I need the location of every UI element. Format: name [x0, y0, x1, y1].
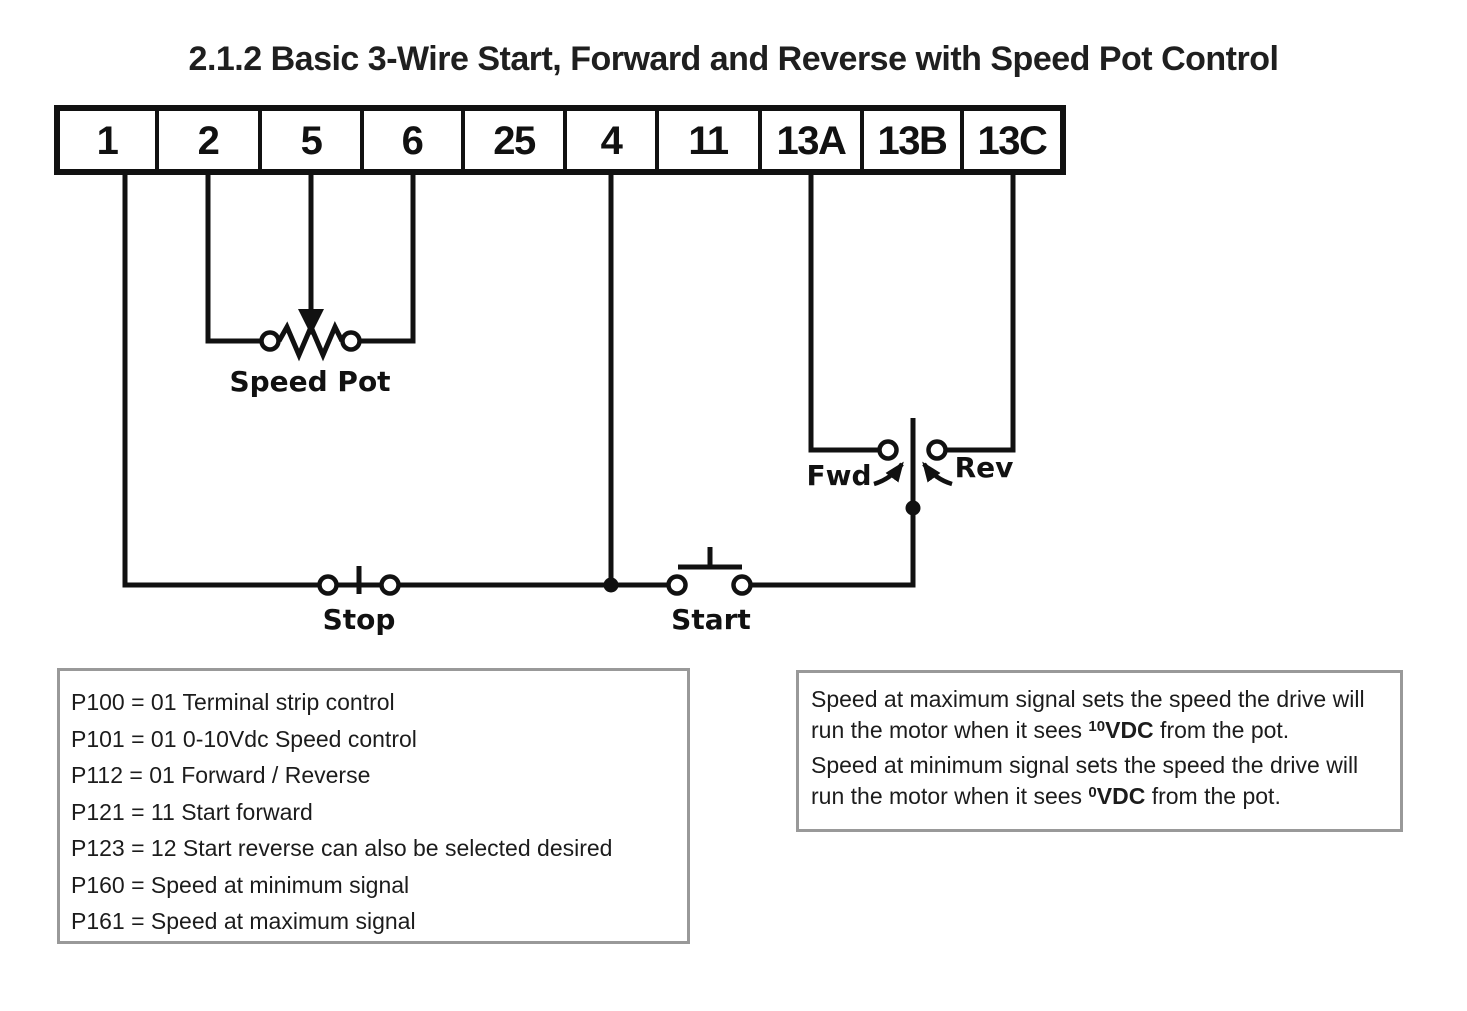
- terminal-label-2: 2: [198, 119, 219, 163]
- note-paragraph-min-speed: Speed at minimum signal sets the speed t…: [811, 750, 1390, 811]
- pot-right-terminal-circle: [340, 330, 362, 352]
- start-right-contact-circle: [731, 574, 753, 596]
- parameter-line: P101 = 01 0-10Vdc Speed control: [71, 725, 417, 752]
- wire-terminal-6-to-pot: [351, 172, 416, 344]
- note-text: from the pot.: [1145, 782, 1281, 809]
- note-superscript: 10: [1088, 717, 1106, 735]
- pot-left-terminal-circle: [259, 330, 281, 352]
- stop-label: Stop: [323, 603, 396, 636]
- terminal-label-13c: 13C: [978, 119, 1047, 163]
- start-left-contact-circle: [666, 574, 688, 596]
- wire-start-to-switch-pole: [742, 418, 916, 588]
- note-paragraph-max-speed: Speed at maximum signal sets the speed t…: [811, 684, 1390, 745]
- parameter-line: P100 = 01 Terminal strip control: [71, 689, 395, 715]
- switch-pole-junction-dot: [905, 500, 921, 516]
- terminal-label-1: 1: [97, 119, 119, 163]
- fwd-rev-switch: Fwd Rev: [806, 439, 1014, 516]
- stop-right-contact-circle: [379, 574, 401, 596]
- terminal-label-4: 4: [601, 119, 624, 163]
- rail-junction-dot: [603, 577, 619, 593]
- note-bold-unit: VDC: [1105, 716, 1154, 743]
- stop-left-contact-circle: [317, 574, 339, 596]
- note-text: Speed at maximum signal sets the speed t…: [811, 686, 1365, 743]
- terminal-label-11: 11: [688, 119, 729, 163]
- page-title: 2.1.2 Basic 3-Wire Start, Forward and Re…: [188, 40, 1279, 78]
- note-text: from the pot.: [1153, 716, 1290, 743]
- speed-pot-label: Speed Pot: [229, 365, 390, 398]
- terminal-label-5: 5: [301, 119, 323, 163]
- wire-terminal-1-to-stop: [122, 172, 677, 588]
- parameters-box: P100 = 01 Terminal strip control P101 = …: [57, 668, 690, 944]
- terminal-strip-outline: [54, 105, 1066, 175]
- fwd-label: Fwd: [806, 459, 871, 492]
- terminal-label-13a: 13A: [777, 119, 846, 163]
- rev-selector-arrow-icon: [922, 461, 953, 487]
- pot-wiper-arrow-icon: [298, 309, 324, 335]
- terminal-label-25: 25: [493, 119, 536, 163]
- parameter-line: P123 = 12 Start reverse can also be sele…: [71, 835, 613, 861]
- start-label: Start: [671, 603, 751, 636]
- notes-box: Speed at maximum signal sets the speed t…: [796, 670, 1403, 832]
- wire-terminal-13c-to-rev-contact: [945, 172, 1016, 453]
- parameter-line: P121 = 11 Start forward: [71, 798, 313, 825]
- fwd-selector-arrow-icon: [873, 461, 904, 487]
- parameter-line: P112 = 01 Forward / Reverse: [71, 762, 371, 788]
- fwd-contact-circle: [877, 439, 899, 461]
- stop-button: Stop: [317, 566, 401, 636]
- rev-label: Rev: [955, 451, 1014, 484]
- terminal-dividers: [155, 108, 964, 172]
- note-text: Speed at minimum signal sets the speed t…: [811, 752, 1359, 809]
- wires: [122, 172, 1016, 588]
- rev-contact-circle: [926, 439, 948, 461]
- note-bold-unit: VDC: [1096, 782, 1146, 809]
- parameter-line: P161 = Speed at maximum signal: [71, 908, 416, 934]
- note-superscript: 0: [1088, 783, 1097, 801]
- terminal-label-13b: 13B: [878, 119, 947, 163]
- parameter-line: P160 = Speed at minimum signal: [71, 871, 410, 898]
- terminal-label-6: 6: [402, 119, 423, 163]
- wire-terminal-2-to-pot: [205, 172, 270, 344]
- speed-pot: Speed Pot: [229, 309, 391, 398]
- start-button: Start: [666, 547, 753, 636]
- wire-terminal-13a-to-fwd-contact: [808, 172, 880, 453]
- terminal-strip: 1 2 5 6 25 4 11 13A 13B 13C: [54, 105, 1066, 175]
